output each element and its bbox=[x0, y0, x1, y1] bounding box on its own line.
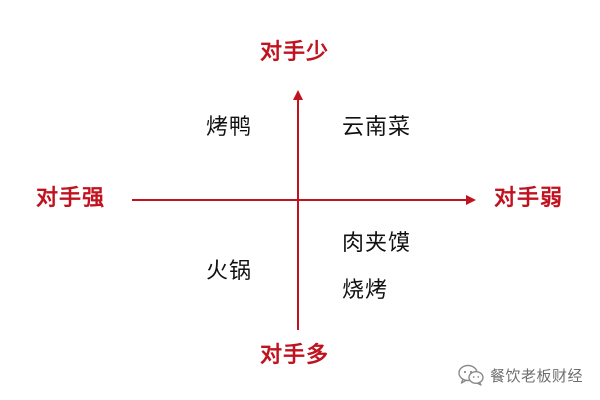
quadrant-item-top-right: 云南菜 bbox=[342, 115, 412, 140]
watermark-text: 餐饮老板财经 bbox=[490, 366, 584, 385]
axis-label-left: 对手强 bbox=[36, 186, 106, 211]
quadrant-item-top-left: 烤鸭 bbox=[206, 115, 253, 140]
axis-label-top: 对手少 bbox=[260, 40, 330, 65]
quadrant-item-bottom-left: 火锅 bbox=[206, 259, 253, 284]
axis-label-bottom: 对手多 bbox=[260, 343, 330, 368]
watermark: 餐饮老板财经 bbox=[458, 364, 583, 386]
quadrant-item-bottom-right-1: 肉夹馍 bbox=[342, 231, 412, 256]
quadrant-item-bottom-right-2: 烧烤 bbox=[342, 278, 389, 303]
axis-label-right: 对手弱 bbox=[494, 186, 564, 211]
wechat-icon bbox=[458, 364, 484, 386]
